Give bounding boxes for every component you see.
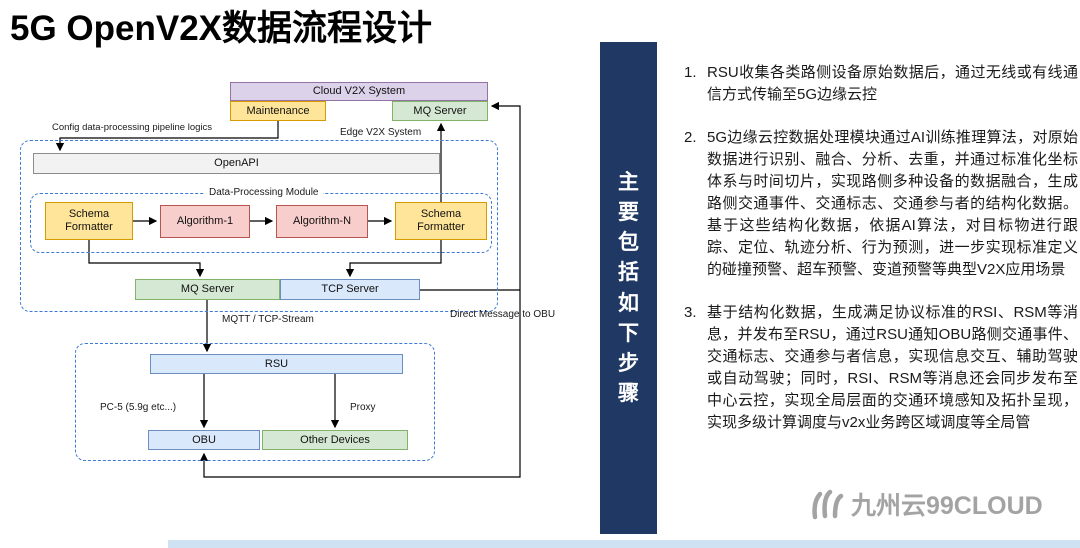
- obu-box: OBU: [148, 430, 260, 450]
- schema-formatter-right-box: Schema Formatter: [395, 202, 487, 240]
- pc5-label: PC-5 (5.9g etc...): [100, 402, 177, 413]
- direct-message-obu-label: Direct Message to OBU: [450, 309, 556, 320]
- openapi-box: OpenAPI: [33, 153, 440, 174]
- rsu-box: RSU: [150, 354, 403, 374]
- step-item-3: 3. 基于结构化数据，生成满足协议标准的RSI、RSM等消息，并发布至RSU，通…: [684, 302, 1078, 434]
- banner-char: 括: [618, 261, 639, 285]
- cloud-v2x-system-box: Cloud V2X System: [230, 82, 488, 101]
- edge-v2x-system-label: Edge V2X System: [336, 127, 426, 138]
- page-title: 5G OpenV2X数据流程设计: [10, 9, 433, 48]
- edge-v2x-system-container: [20, 140, 498, 312]
- bottom-accent-bar: [168, 540, 1080, 548]
- data-processing-module-label: Data-Processing Module: [205, 187, 323, 198]
- step-text: 基于结构化数据，生成满足协议标准的RSI、RSM等消息，并发布至RSU，通过RS…: [707, 304, 1078, 431]
- banner-char: 下: [618, 321, 639, 345]
- mqtt-tcp-stream-label: MQTT / TCP-Stream: [222, 314, 314, 325]
- tcp-server-box: TCP Server: [280, 279, 420, 300]
- banner-char: 步: [618, 351, 639, 375]
- watermark: 九州云99CLOUD: [804, 484, 1049, 524]
- maintenance-box: Maintenance: [230, 101, 326, 121]
- schema-formatter-left-box: Schema Formatter: [45, 202, 133, 240]
- edge-mq-server-box: MQ Server: [135, 279, 280, 300]
- banner-char: 主: [618, 171, 639, 195]
- proxy-label: Proxy: [350, 402, 376, 413]
- step-number: 2.: [684, 129, 697, 146]
- algorithm-n-box: Algorithm-N: [276, 205, 368, 238]
- vertical-banner: 主 要 包 括 如 下 步 骤: [600, 42, 657, 534]
- watermark-text: 九州云99CLOUD: [851, 492, 1043, 520]
- config-pipeline-label: Config data-processing pipeline logics: [52, 122, 213, 133]
- steps-panel: 1. RSU收集各类路侧设备原始数据后，通过无线或有线通信方式传输至5G边缘云控…: [684, 62, 1078, 455]
- banner-char: 包: [618, 231, 639, 255]
- other-devices-box: Other Devices: [262, 430, 408, 450]
- step-item-2: 2. 5G边缘云控数据处理模块通过AI训练推理算法，对原始数据进行识别、融合、分…: [684, 127, 1078, 281]
- banner-char: 要: [618, 201, 639, 225]
- banner-char: 骤: [618, 381, 639, 405]
- 99cloud-logo-icon: [812, 489, 844, 520]
- cloud-mq-server-box: MQ Server: [392, 101, 488, 121]
- step-item-1: 1. RSU收集各类路侧设备原始数据后，通过无线或有线通信方式传输至5G边缘云控: [684, 62, 1078, 106]
- step-text: RSU收集各类路侧设备原始数据后，通过无线或有线通信方式传输至5G边缘云控: [707, 64, 1078, 103]
- roadside-container: [75, 343, 435, 461]
- banner-char: 如: [618, 291, 639, 315]
- step-text: 5G边缘云控数据处理模块通过AI训练推理算法，对原始数据进行识别、融合、分析、去…: [707, 129, 1078, 278]
- step-number: 3.: [684, 304, 697, 321]
- step-number: 1.: [684, 64, 697, 81]
- algorithm-1-box: Algorithm-1: [160, 205, 250, 238]
